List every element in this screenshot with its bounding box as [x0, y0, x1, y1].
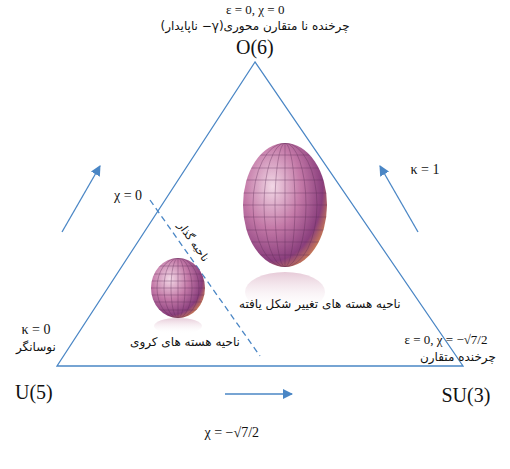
vertex-parameters: ε = 0, χ = −√7/2: [405, 333, 488, 348]
direction-arrow: [62, 166, 100, 232]
parameter-label: χ = 0: [114, 188, 142, 204]
reflection: [154, 318, 202, 334]
transition-line: [150, 200, 260, 356]
parameter-label: χ = −√7/2: [205, 425, 260, 441]
vertex-parameters: ε = 0, χ = 0: [226, 3, 284, 18]
vertex-description: چرخنده متقارن: [420, 351, 496, 365]
region-label: ناحیه هسته های کروی: [130, 336, 240, 350]
triangle-outline: [57, 62, 463, 366]
symmetry-label: SU(3): [442, 384, 491, 407]
deformed-nucleus: [240, 143, 330, 267]
direction-arrow: [225, 393, 292, 394]
parameter-label: κ = 0: [22, 322, 51, 338]
vertex-description: نوسانگر: [16, 341, 56, 355]
region-label: ناحیه هسته های تغییر شکل یافته: [239, 298, 401, 312]
spherical-nucleus: [150, 258, 206, 318]
vertex-description: چرخنده نا متقارن محوری(γ− ناپایدار): [161, 20, 350, 34]
symmetry-label: U(5): [15, 381, 53, 404]
parameter-label: κ = 1: [411, 162, 440, 178]
symmetry-label: O(6): [236, 36, 274, 59]
